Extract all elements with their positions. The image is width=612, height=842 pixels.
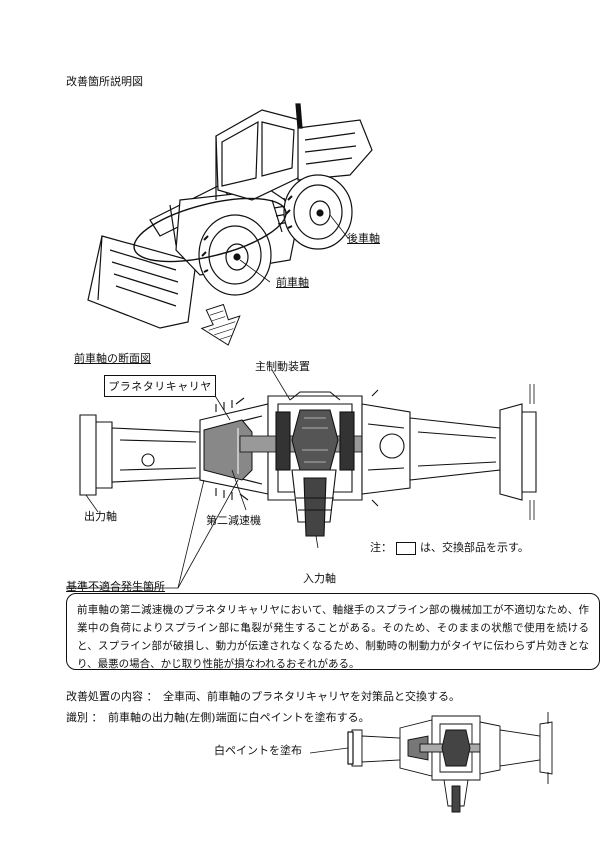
defect-description: 前車軸の第二減速機のプラネタリキャリヤにおいて、軸継手のスプライン部の機械加工が…	[66, 593, 600, 670]
remedy-text: ： 全車両、前車軸のプラネタリキャリヤを対策品と交換する。	[146, 690, 461, 703]
rear-axle-label: 後車軸	[347, 232, 380, 245]
output-shaft-label: 出力軸	[84, 510, 117, 523]
legend-note: 注： は、交換部品を示す。	[370, 541, 529, 555]
remedy-label: 改善処置の内容	[66, 690, 143, 703]
nonconformity-label: 基準不適合発生箇所	[66, 580, 165, 593]
identification-text: ： 前車軸の出力軸(左側)端面に白ペイントを塗布する。	[91, 711, 370, 724]
input-shaft-label: 入力軸	[303, 572, 336, 585]
planetary-carrier-callout: プラネタリキャリヤ	[104, 375, 216, 397]
front-axle-label: 前車軸	[276, 276, 309, 289]
second-reducer-label: 第二減速機	[206, 514, 261, 527]
main-brake-label: 主制動装置	[255, 360, 310, 373]
section-title: 前車軸の断面図	[74, 352, 151, 365]
page-title: 改善箇所説明図	[66, 75, 143, 88]
white-paint-label: 白ペイントを塗布	[214, 744, 302, 757]
identification-label: 識別	[66, 711, 88, 724]
legend-key-box	[396, 541, 416, 555]
remedy-line: 改善処置の内容 ： 全車両、前車軸のプラネタリキャリヤを対策品と交換する。	[66, 690, 460, 704]
identification-line: 識別 ： 前車軸の出力軸(左側)端面に白ペイントを塗布する。	[66, 711, 370, 725]
legend-note-prefix: 注：	[370, 541, 392, 554]
legend-note-suffix: は、交換部品を示す。	[420, 541, 529, 554]
